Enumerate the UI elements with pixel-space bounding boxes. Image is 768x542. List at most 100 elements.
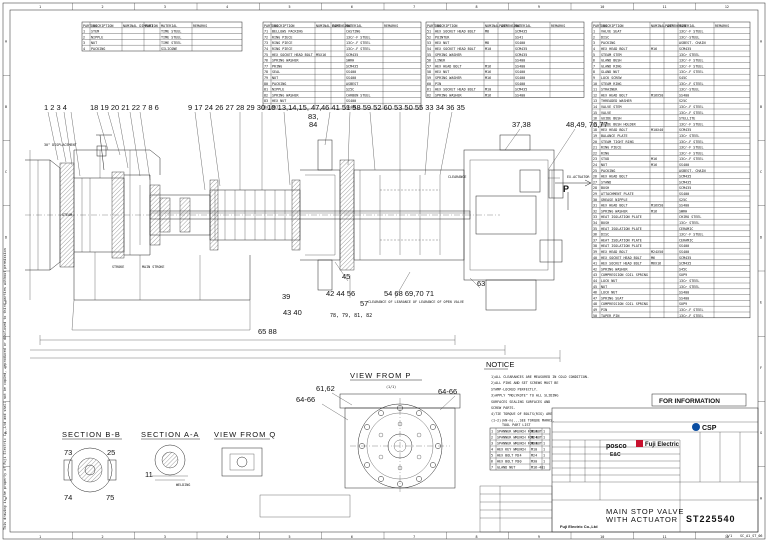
table-cell: 30 <box>593 198 597 202</box>
grid-col-bottom: 6 <box>351 535 353 539</box>
table-cell: 76 <box>264 59 268 63</box>
table-cell: NUT <box>272 76 278 80</box>
tool-cell: 5 <box>491 454 493 458</box>
table-cell: 5 <box>593 53 595 57</box>
section-aa-callout-11: 11 <box>145 470 153 479</box>
grid-row-right: C <box>760 170 762 174</box>
csp-logo-icon <box>692 423 700 431</box>
table-cell: M16X50 <box>651 204 663 208</box>
table-cell: 37 <box>593 238 597 242</box>
bolt-hole <box>378 476 384 482</box>
table-cell: 15 <box>593 111 597 115</box>
table-cell: SCM435 <box>679 256 691 260</box>
table-cell: 13Cr-F STEEL <box>679 105 704 109</box>
table-cell: RING PIECE <box>272 41 292 45</box>
grid-row-left: G <box>5 431 7 435</box>
tool-cell: 7 <box>491 466 493 470</box>
balloon-lower-2: 42 44 56 <box>326 289 355 298</box>
table-cell: SPRING SEAT <box>601 296 623 300</box>
table-cell: 1 <box>83 30 85 34</box>
tool-cell: 1 <box>543 460 545 464</box>
table-cell: SWRH <box>346 59 354 63</box>
grid-col-top: 7 <box>413 5 415 9</box>
table-cell: SEAL <box>272 70 280 74</box>
table-cell: SCM435 <box>679 128 691 132</box>
grid-col-top: 10 <box>600 5 604 9</box>
table-cell: 25 <box>593 169 597 173</box>
table-cell: 10 <box>593 82 597 86</box>
table-cell: HEX HEAD BOLT <box>601 250 628 254</box>
table-cell: M8 <box>485 30 489 34</box>
table-header-cell: DESCRIPTION <box>272 24 294 28</box>
table-cell: SPRING WASHER <box>435 93 462 97</box>
table-cell: 24 <box>593 163 597 167</box>
notice-item: 1)ALL CLEARANCES ARE MEASURED IN COLD CO… <box>491 375 589 379</box>
open-clearance-note: CLEARANCE OF LEARANCE OF LEARANCE OF OPE… <box>368 300 464 304</box>
bolt-hole <box>364 462 370 468</box>
table-cell: COMPRESSION COIL SPRING <box>601 273 648 277</box>
balloon-lower-5: 63 <box>477 279 485 288</box>
table-cell: M16 <box>485 93 491 97</box>
steam-label: STEAM <box>62 213 72 217</box>
grid-col-bottom: 12 <box>725 535 729 539</box>
table-cell: SS400 <box>515 70 525 74</box>
table-cell: PACKING <box>91 47 105 51</box>
tool-cell: 1 <box>543 442 545 446</box>
section-bb-callout-74: 74 <box>64 493 72 502</box>
drawing-title-line2: WITH ACTUATOR <box>606 515 678 524</box>
table-cell: 13Cr STEEL <box>679 285 699 289</box>
main-stroke-label: MAIN STROKE <box>142 265 164 269</box>
table-cell: STUD <box>601 157 609 161</box>
notice-title: NOTICE <box>486 360 514 369</box>
table-cell: 3 <box>83 41 85 45</box>
table-cell: HEX NUT <box>435 41 449 45</box>
balloon-right-1: 37,38 <box>512 120 531 129</box>
table-cell: 36 <box>593 233 597 237</box>
grid-col-bottom: 4 <box>226 535 228 539</box>
bolt-hole <box>378 410 384 416</box>
table-cell: M16 <box>651 163 657 167</box>
table-cell: M10X40 <box>651 128 663 132</box>
fuji-brand: Fuji Electric <box>645 442 680 448</box>
table-cell: 13Cr STEEL <box>679 221 699 225</box>
table-cell: SPRING WASHER <box>435 53 462 57</box>
table-cell: GREASE NIPPLE <box>601 198 628 202</box>
balloon-row-3b: 46 41 51 58 59 52 60 53 50 55 33 34 36 3… <box>321 103 465 112</box>
grid-row-right: F <box>760 366 762 370</box>
table-cell: SS41 <box>515 35 523 39</box>
tool-cell: 1 <box>543 466 545 470</box>
sheet-number: 1/1 <box>726 534 732 538</box>
table-cell: RING PIECE <box>272 47 292 51</box>
table-cell: GLAND RING <box>601 64 621 68</box>
table-cell: SCM435 <box>515 30 527 34</box>
grid-col-bottom: 8 <box>476 535 478 539</box>
tool-cell: M10 <box>531 448 537 452</box>
table-cell: 56 <box>427 59 431 63</box>
drawing-title-line1: MAIN STOP VALVE <box>606 507 684 516</box>
table-header-cell: PART NO. <box>427 24 443 28</box>
table-cell: HEX SOCKET HEAD BOLT <box>435 30 476 34</box>
table-cell: SPRING WASHER <box>272 59 299 63</box>
table-cell: 13Cr-F STEEL <box>679 157 704 161</box>
tool-cell: SPANNER WRENCH FOR NUT <box>497 442 542 446</box>
notice-item: SURFACES SEALING SURFACES AND <box>491 400 550 404</box>
table-cell: 82 <box>264 93 268 97</box>
balloon-callouts: 1 2 3 4 18 19 20 21 22 7 8 6 9 17 24 26 … <box>44 103 608 336</box>
grid-col-top: 9 <box>538 5 540 9</box>
table-cell: GUIDE BUSH HOLDER <box>601 122 637 126</box>
tool-cell: M16-40 <box>531 466 543 470</box>
tool-cell: M24 <box>531 454 537 458</box>
bolt-hole <box>416 476 422 482</box>
table-cell: 80 <box>264 82 268 86</box>
table-cell: HEX SOCKET HEAD BOLT <box>272 53 313 57</box>
main-section-view <box>25 111 592 362</box>
table-cell: PRING <box>272 64 282 68</box>
table-cell: 17 <box>593 122 597 126</box>
grid-col-bottom: 3 <box>164 535 166 539</box>
table-cell: NUT <box>272 105 278 109</box>
table-cell: 13Cr-F STEEL <box>346 35 371 39</box>
tool-cell: HEX BOLT M30 <box>497 460 522 464</box>
